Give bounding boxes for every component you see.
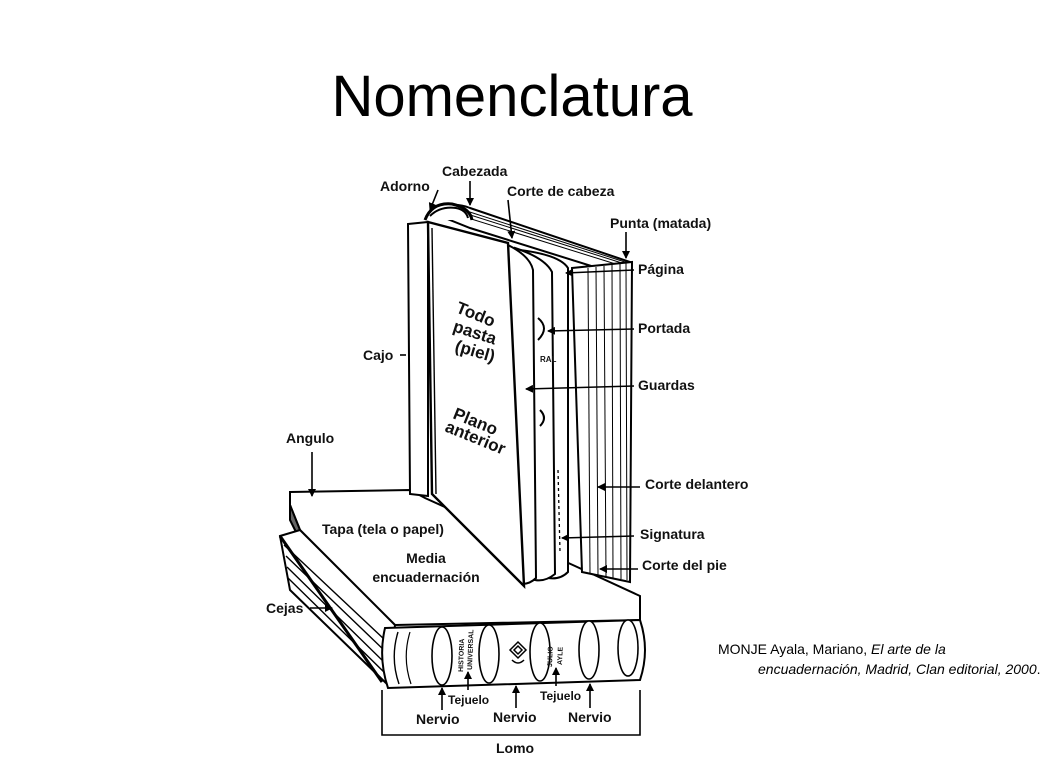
label-angulo: Angulo [286, 430, 334, 446]
front-cover [426, 220, 526, 590]
citation: MONJE Ayala, Mariano, El arte de la encu… [718, 639, 1048, 679]
label-cabezada: Cabezada [442, 163, 508, 179]
label-corte-del-pie: Corte del pie [642, 557, 727, 573]
book-nomenclature-diagram: HISTORIA UNIVERSAL JULIO AYLE [266, 163, 748, 756]
label-signatura: Signatura [640, 526, 705, 542]
label-lomo: Lomo [496, 740, 534, 756]
part-labels: Adorno Cabezada Corte de cabeza Punta (m… [266, 163, 748, 756]
spine-decorations: HISTORIA UNIVERSAL JULIO AYLE [458, 629, 565, 672]
back-cover [406, 220, 429, 498]
label-cejas: Cejas [266, 600, 304, 616]
page-block [570, 260, 634, 584]
citation-end: . [1036, 661, 1041, 677]
label-corte-delantero: Corte delantero [645, 476, 748, 492]
leader-lines [308, 181, 641, 736]
label-portada: Portada [638, 320, 690, 336]
standing-book [406, 202, 634, 590]
leaf-guardas [506, 243, 538, 586]
nervio-bands [431, 619, 639, 686]
portada-text-fragment: RAL [540, 355, 557, 364]
label-corte-de-cabeza: Corte de cabeza [507, 183, 615, 199]
label-punta: Punta (matada) [610, 215, 711, 231]
label-pagina: Página [638, 261, 684, 277]
page-lines [587, 262, 628, 581]
slide-title: Nomenclatura [331, 64, 693, 129]
citation-author: MONJE Ayala, Mariano, [718, 641, 868, 657]
label-tejuelo-1: Tejuelo [448, 693, 489, 707]
label-tapa: Tapa (tela o papel) [322, 521, 444, 537]
spine-ornament-icon [508, 640, 528, 664]
label-nervio-1: Nervio [416, 711, 460, 727]
label-adorno: Adorno [380, 178, 430, 194]
label-nervio-3: Nervio [568, 709, 612, 725]
label-cajo: Cajo [363, 347, 393, 363]
label-tejuelo-2: Tejuelo [540, 689, 581, 703]
spine-title-right-1: JULIO [547, 646, 555, 667]
label-media-line2: encuadernación [372, 569, 479, 585]
spine-title-right-2: AYLE [557, 646, 565, 665]
label-nervio-2: Nervio [493, 709, 537, 725]
label-media-line1: Media [406, 550, 446, 566]
cabezada [423, 202, 474, 221]
citation-title: El arte de la encuadernación, Madrid, Cl… [758, 641, 1037, 677]
spine-title-left-2: UNIVERSAL [467, 629, 475, 670]
label-guardas: Guardas [638, 377, 695, 393]
spine-title-left-1: HISTORIA [458, 639, 466, 673]
